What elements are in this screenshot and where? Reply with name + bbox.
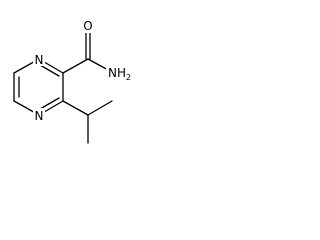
atom-label-ring-n-bottom: N [35, 109, 44, 123]
atom-label-ring-n-top: N [35, 53, 44, 67]
bond-isopropyl-methyl-up [87, 100, 113, 116]
bond-c3-isopropyl-ch [62, 100, 89, 116]
atom-label-amide-h-count: 2 [126, 73, 131, 82]
atom-label-amide-nh2: NH2 [108, 66, 131, 82]
label-mask-nh2 [106, 64, 134, 79]
atom-label-amide-h: H [117, 66, 126, 80]
ring-bond-c2-n1-inner [39, 64, 60, 77]
bond-c2-carbonyl [62, 58, 89, 74]
label-mask-n1 [33, 52, 45, 66]
chemical-structure-diagram: N N O NH2 [13, 18, 134, 144]
atom-label-oxygen: O [83, 19, 92, 33]
label-mask-o [82, 18, 95, 33]
atom-label-amide-n: N [108, 66, 117, 80]
ring-bond-n4-c3-inner [39, 97, 60, 110]
label-mask-n4 [33, 108, 45, 122]
